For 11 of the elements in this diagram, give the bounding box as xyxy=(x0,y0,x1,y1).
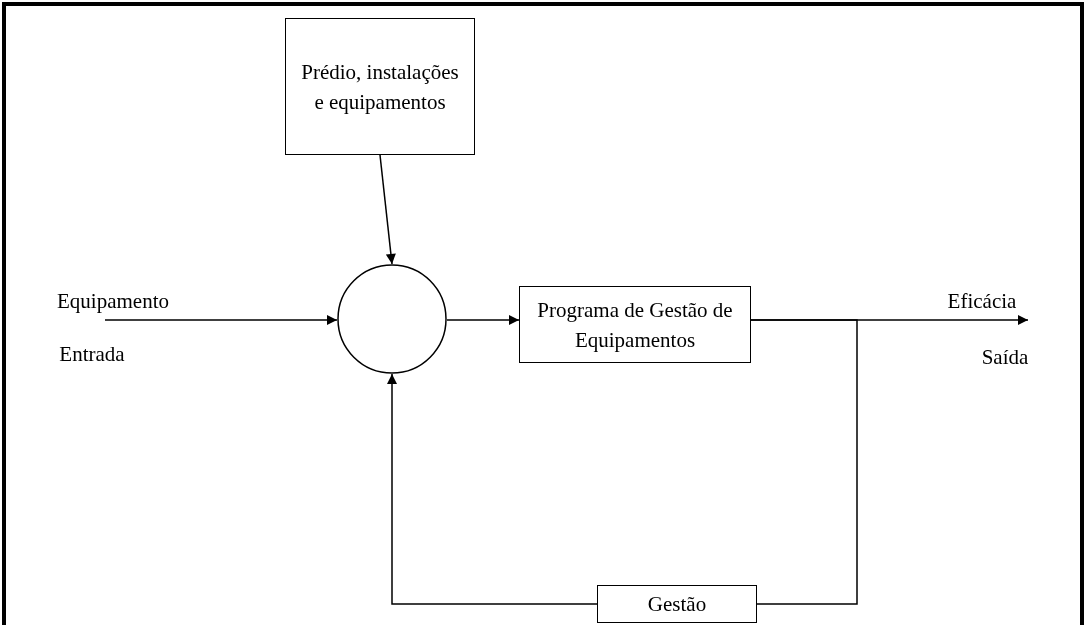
flow-label: Saída xyxy=(981,344,1029,370)
flow-label: Equipamento xyxy=(20,288,206,314)
flow-label: Eficácia xyxy=(936,288,1028,314)
arrow xyxy=(379,154,396,265)
arrow xyxy=(446,315,520,325)
arrow xyxy=(104,315,338,325)
process-box: Prédio, instalações e equipamentos xyxy=(285,18,475,155)
process-box: Gestão xyxy=(597,585,757,623)
arrow xyxy=(387,373,598,605)
process-box: Programa de Gestão de Equipamentos xyxy=(519,286,751,363)
flow-label: Entrada xyxy=(59,341,125,367)
